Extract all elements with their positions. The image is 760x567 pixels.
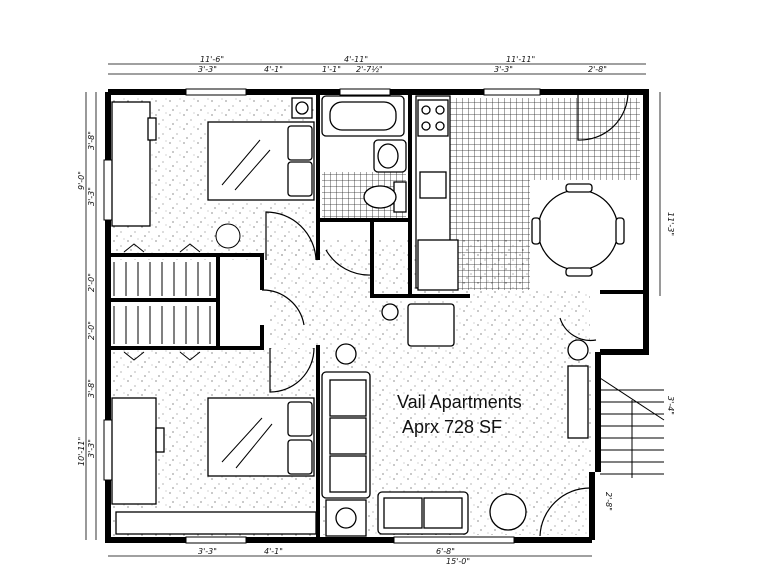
- dim-top-bath: 4'-11": [344, 55, 368, 64]
- dim-top-left-window: 3'-3": [198, 65, 217, 74]
- dim-top-right-door: 2'-8": [588, 65, 607, 74]
- stairs: [599, 377, 665, 478]
- bathroom: [291, 95, 407, 213]
- dim-top-left-rest: 4'-1": [264, 65, 283, 74]
- interior-walls: [108, 92, 646, 540]
- dim-bottom-total: 15'-0": [446, 557, 470, 566]
- plan-area-label: Aprx 728 SF: [402, 417, 503, 437]
- dim-bottom-rest: 4'-1": [264, 547, 283, 556]
- dim-top-right-room: 11'-11": [506, 55, 535, 64]
- dim-left-3-3-upper: 3'-3": [87, 187, 96, 206]
- dim-right-2-8: 2'-8": [604, 492, 613, 511]
- dim-left-3-3-lower: 3'-3": [87, 439, 96, 458]
- dim-bottom-window: 3'-3": [198, 547, 217, 556]
- dimension-lines: [85, 63, 661, 557]
- bedroom-bottom: [111, 397, 317, 535]
- bedroom-top: [111, 101, 315, 249]
- dim-right-11-3: 11'-3": [666, 212, 675, 236]
- dim-bottom-door: 6'-8": [436, 547, 455, 556]
- dim-left-10-11: 10'-11": [77, 437, 86, 466]
- kitchen: [415, 95, 625, 291]
- dim-top-right-window: 3'-3": [494, 65, 513, 74]
- living-room: [321, 303, 589, 537]
- dim-right-3-4: 3'-4": [666, 396, 675, 415]
- windows: [103, 88, 541, 544]
- dim-left-3-8-lower: 3'-8": [87, 379, 96, 398]
- closets: [113, 243, 211, 361]
- doors: [261, 91, 629, 537]
- dim-left-2-0-b: 2'-0": [87, 321, 96, 340]
- dimension-labels: 11'-6" 3'-3" 4'-1" 4'-11" 1'-1" 2'-7½" 1…: [77, 55, 675, 566]
- dim-left-3-8: 3'-8": [87, 131, 96, 150]
- dim-top-bath-a: 1'-1": [322, 65, 341, 74]
- plan-title: Vail Apartments: [397, 392, 522, 412]
- dim-left-9-0: 9'-0": [77, 171, 86, 190]
- dim-left-2-0-a: 2'-0": [87, 273, 96, 292]
- dim-top-bath-b: 2'-7½": [356, 65, 383, 74]
- dim-top-left-room: 11'-6": [200, 55, 224, 64]
